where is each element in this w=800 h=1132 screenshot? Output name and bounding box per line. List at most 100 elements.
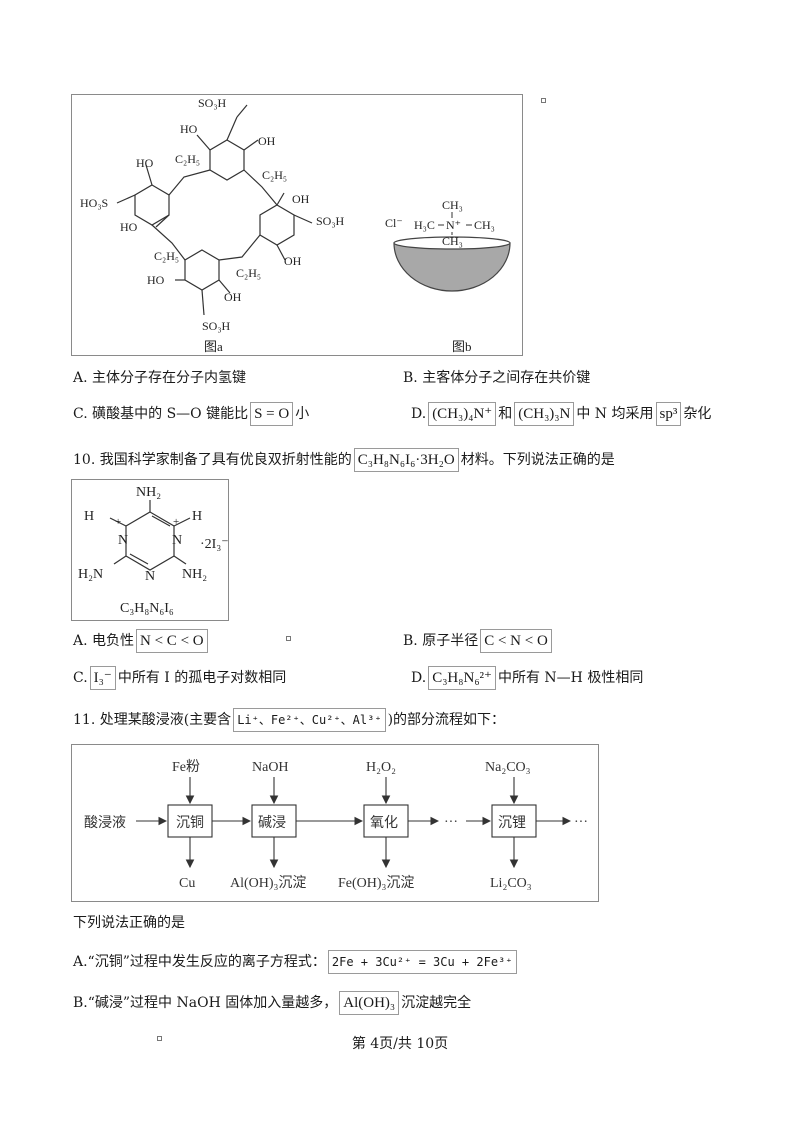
host-bowl	[393, 242, 511, 292]
q11-option-a[interactable]: A.“沉铜”过程中发生反应的离子方程式：2Fe + 3Cu²⁺ = 3Cu + …	[73, 950, 519, 974]
process-step-label: 碱浸	[258, 815, 286, 831]
nitrogen-center: N⁺	[446, 218, 461, 232]
question-text: )的部分流程如下：	[387, 712, 506, 728]
ring-nitrogen: N	[118, 533, 128, 548]
option-text: B.“碱浸”过程中 NaOH 固体加入量越多，	[73, 995, 338, 1011]
q11-flowchart-frame: 酸浸液 Fe粉 沉铜 Cu NaOH 碱浸 Al(OH)₃沉淀 H₂O₂ 氧化 …	[71, 744, 599, 902]
so3h-label-bottom: SO₃H	[202, 319, 231, 333]
math-formula: C₃H₈N₆I₆·3H₂O	[353, 448, 459, 472]
option-text: 中 N 均采用	[576, 406, 654, 422]
reagent-label: NaOH	[252, 760, 289, 775]
q10-option-d[interactable]: D.C₃H₈N₆²⁺中所有 N—H 极性相同	[411, 666, 643, 690]
math-formula: S = O	[250, 402, 294, 426]
methyl-top: CH₃	[442, 198, 463, 212]
q9-figures: SO₃H HO OH C₂H₅ C₂H₅ HO HO₃S HO OH SO₃H …	[80, 96, 511, 354]
compound-formula: C₃H₈N₆I₆	[120, 601, 174, 616]
option-text: 和	[498, 406, 513, 422]
math-formula: Li⁺、Fe²⁺、Cu²⁺、Al³⁺	[233, 708, 386, 732]
math-formula: sp³	[655, 402, 682, 426]
oh-label: HO	[147, 273, 165, 287]
product-label: Cu	[179, 876, 195, 891]
option-text: A.“沉铜”过程中发生反应的离子方程式：	[73, 954, 326, 970]
q9-option-a[interactable]: A. 主体分子存在分子内氢键	[73, 368, 246, 388]
math-formula: (CH₃)₃N	[514, 402, 575, 426]
q9-figure-frame: SO₃H HO OH C₂H₅ C₂H₅ HO HO₃S HO OH SO₃H …	[71, 94, 523, 356]
c2h5-label: C₂H₅	[236, 266, 261, 280]
methyl-bottom: CH₃	[442, 234, 463, 248]
math-formula: C < N < O	[480, 629, 552, 653]
math-formula: (CH₃)₄N⁺	[428, 402, 497, 426]
product-label: Al(OH)₃沉淀	[230, 875, 306, 891]
q9-option-b[interactable]: B. 主客体分子之间存在共价键	[403, 368, 590, 388]
so3h-label-top: SO₃H	[198, 96, 227, 110]
ellipsis: ···	[574, 815, 588, 830]
hydrogen-label: H	[84, 509, 94, 524]
positive-charge: +	[115, 516, 121, 528]
option-text: 中所有 I 的孤电子对数相同	[117, 670, 287, 686]
product-label: Fe(OH)₃沉淀	[338, 875, 414, 891]
question-text: 材料。下列说法正确的是	[460, 452, 615, 468]
page-number-text: 第 4页/共 10页	[351, 1036, 449, 1052]
amine-label: NH₂	[182, 567, 207, 582]
c2h5-label: C₂H₅	[262, 168, 287, 182]
option-text: C.	[73, 670, 88, 686]
oh-label: OH	[224, 290, 242, 304]
option-text: C. 磺酸基中的 S—O 键能比	[73, 406, 249, 422]
chloride-anion: Cl⁻	[385, 216, 403, 230]
figure-b-caption: 图b	[452, 339, 472, 354]
option-text: D.	[411, 406, 427, 422]
oh-label: OH	[258, 134, 276, 148]
question-text: 10. 我国科学家制备了具有优良双折射性能的	[73, 452, 352, 468]
process-step-label: 氧化	[370, 815, 398, 831]
anchor-marker	[541, 98, 546, 103]
math-formula: N < C < O	[136, 629, 208, 653]
triiodide-counterion: ·2I₃⁻	[200, 537, 229, 552]
hydrogen-label: H	[192, 509, 202, 524]
ring-nitrogen: N	[145, 569, 155, 584]
reagent-label: Na₂CO₃	[485, 760, 531, 775]
anchor-marker	[157, 1036, 162, 1041]
question-text: 11. 处理某酸浸液(主要含	[73, 712, 232, 728]
process-flowchart: 酸浸液 Fe粉 沉铜 Cu NaOH 碱浸 Al(OH)₃沉淀 H₂O₂ 氧化 …	[84, 759, 588, 891]
reagent-label: H₂O₂	[366, 760, 396, 775]
oh-label: OH	[284, 254, 302, 268]
option-text: A. 主体分子存在分子内氢键	[73, 370, 247, 386]
amine-label: NH₂	[136, 485, 161, 500]
option-text: 中所有 N—H 极性相同	[497, 670, 644, 686]
tetramethylammonium-guest: Cl⁻ CH₃ H₃C N⁺ CH₃ CH₃	[385, 198, 495, 248]
option-text: 杂化	[683, 406, 712, 422]
c2h5-label: C₂H₅	[154, 249, 179, 263]
product-label: Li₂CO₃	[490, 876, 532, 891]
host-bowl-rim	[393, 236, 511, 250]
oh-label: HO	[180, 122, 198, 136]
figure-a-caption: 图a	[204, 339, 223, 354]
oh-label: OH	[292, 192, 310, 206]
q10-option-c[interactable]: C.I₃⁻中所有 I 的孤电子对数相同	[73, 666, 286, 690]
option-text: A. 电负性	[73, 633, 135, 649]
process-step-label: 沉锂	[498, 815, 526, 831]
option-text: 沉淀越完全	[401, 995, 472, 1011]
methyl-left: H₃C	[414, 218, 435, 232]
option-text: B. 原子半径	[403, 633, 479, 649]
calixarene-labels: SO₃H HO OH C₂H₅ C₂H₅ HO HO₃S HO OH SO₃H …	[80, 96, 345, 333]
option-text: B. 主客体分子之间存在共价键	[403, 370, 591, 386]
math-formula: 2Fe + 3Cu²⁺ = 3Cu + 2Fe³⁺	[327, 950, 517, 974]
math-formula: I₃⁻	[89, 666, 116, 690]
reagent-label: Fe粉	[172, 759, 200, 775]
q10-figure-frame: NH₂ H H + + N N N H₂N NH₂ ·2I₃⁻ C₃H₈N₆I₆	[71, 479, 229, 621]
q11-question: 下列说法正确的是	[73, 913, 185, 933]
positive-charge: +	[173, 516, 179, 528]
c2h5-label: C₂H₅	[175, 152, 200, 166]
methyl-right: CH₃	[474, 218, 495, 232]
oh-label: HO	[136, 156, 154, 170]
amine-label: H₂N	[78, 567, 103, 582]
ring-nitrogen: N	[172, 533, 182, 548]
option-text: 小	[295, 406, 310, 422]
